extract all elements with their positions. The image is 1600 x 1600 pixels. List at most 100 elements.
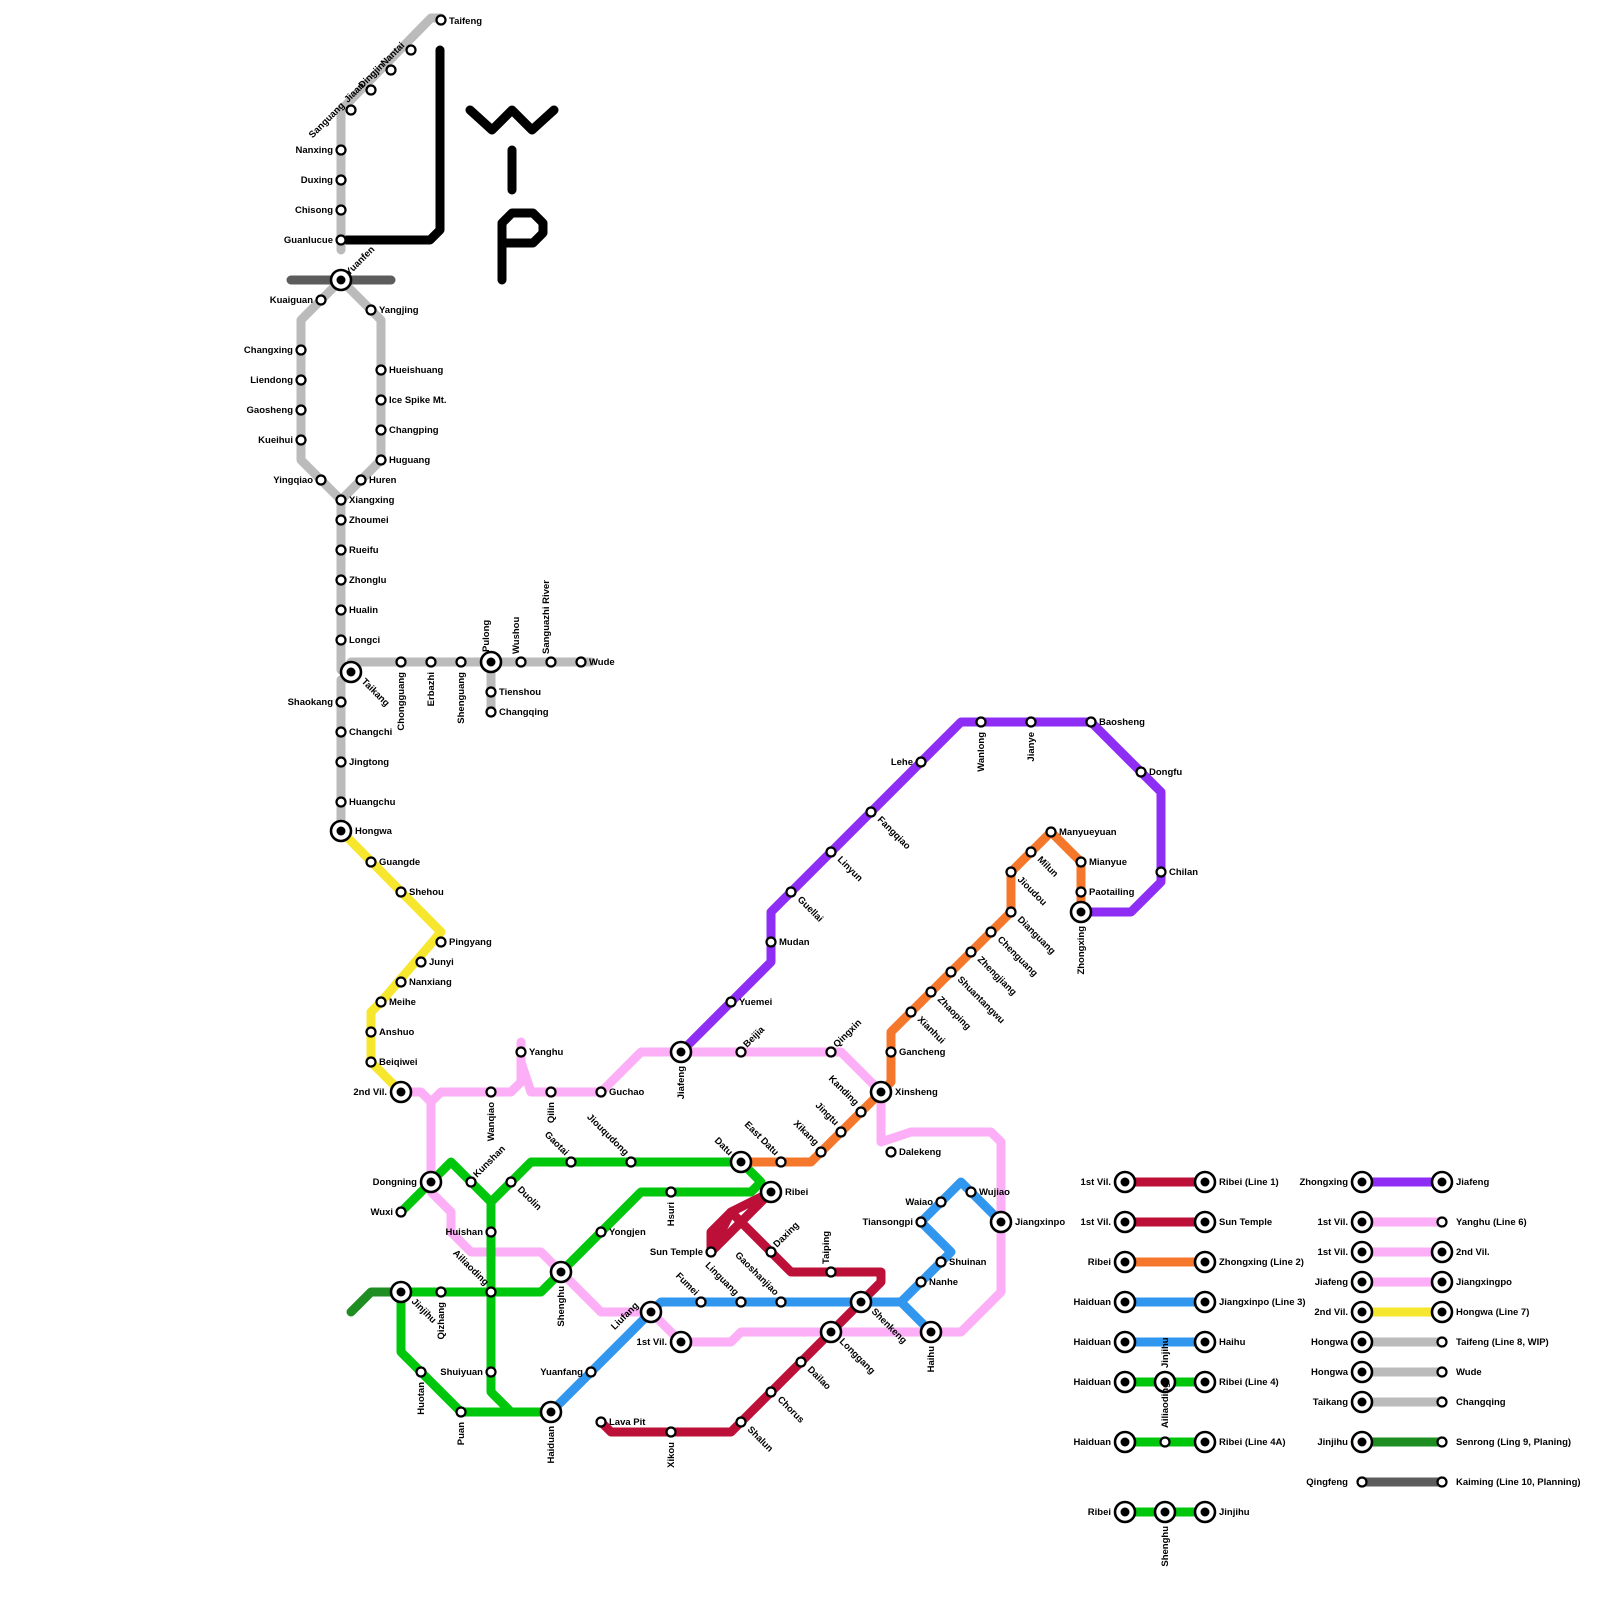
station-yuemei[interactable]: Yuemei xyxy=(727,997,773,1008)
station-chilan[interactable]: Chilan xyxy=(1157,867,1199,878)
station-qizhang[interactable]: Qizhang xyxy=(436,1288,447,1340)
station-kunshan[interactable]: Kunshan xyxy=(467,1143,508,1186)
station-dalekeng[interactable]: Dalekeng xyxy=(887,1147,942,1158)
station-guellai[interactable]: Guellai xyxy=(787,888,826,925)
station-yongjen[interactable]: Yongjen xyxy=(597,1227,646,1238)
station-junyi[interactable]: Junyi xyxy=(417,957,454,968)
station-pingyang[interactable]: Pingyang xyxy=(437,937,492,948)
station-tiansongpi[interactable]: Tiansongpi xyxy=(863,1217,926,1228)
station-nantai[interactable]: Nantai xyxy=(379,40,416,68)
station-kanding[interactable]: Kanding xyxy=(826,1073,865,1116)
station-zhoumei[interactable]: Zhoumei xyxy=(337,515,389,526)
station-zhonglu[interactable]: Zhonglu xyxy=(337,575,387,586)
station-longci[interactable]: Longci xyxy=(337,635,381,646)
station-kueihui[interactable]: Kueihui xyxy=(258,435,305,446)
station-huishan[interactable]: Huishan xyxy=(446,1227,496,1238)
station-suntemple[interactable]: Sun Temple xyxy=(650,1247,716,1258)
station-rueifu[interactable]: Rueifu xyxy=(337,545,379,556)
station-jingtong[interactable]: Jingtong xyxy=(337,757,390,768)
station-chorus[interactable]: Chorus xyxy=(767,1388,807,1426)
station-waiao[interactable]: Waiao xyxy=(905,1197,945,1208)
station-nanxiang[interactable]: Nanxiang xyxy=(397,977,452,988)
station-changping[interactable]: Changping xyxy=(377,425,439,436)
station-icon xyxy=(337,146,346,155)
station-qilin[interactable]: Qilin xyxy=(546,1088,557,1124)
station-puan[interactable]: Puan xyxy=(456,1408,467,1446)
station-jingtu[interactable]: Jingtu xyxy=(813,1100,846,1136)
station-guanlucue[interactable]: Guanlucue xyxy=(284,235,346,246)
station-wuxi[interactable]: Wuxi xyxy=(370,1207,405,1218)
station-hualin[interactable]: Hualin xyxy=(337,605,379,616)
station-vil1[interactable]: 1st Vil. xyxy=(637,1332,691,1352)
station-shenghu[interactable]: Shenghu xyxy=(551,1262,571,1327)
station-yangjing[interactable]: Yangjing xyxy=(367,305,419,316)
station-changqing[interactable]: Changqing xyxy=(487,707,549,718)
station-sanguang[interactable]: Sanguang xyxy=(307,100,356,140)
station-milun[interactable]: Milun xyxy=(1027,848,1061,880)
station-huguang[interactable]: Huguang xyxy=(377,455,431,466)
station-haihu[interactable]: Haihu xyxy=(921,1322,941,1372)
station-label: Zhongxing xyxy=(1076,926,1087,975)
station-icespike[interactable]: Ice Spike Mt. xyxy=(377,395,447,406)
station-wujiao[interactable]: Wujiao xyxy=(967,1187,1011,1198)
station-yingqiao[interactable]: Yingqiao xyxy=(273,475,325,486)
station-datu[interactable]: Datu xyxy=(712,1135,751,1172)
station-fangqiao[interactable]: Fangqiao xyxy=(867,808,913,853)
station-shehou[interactable]: Shehou xyxy=(397,887,445,898)
station-daxing[interactable]: Daxing xyxy=(767,1220,802,1257)
station-nanxing[interactable]: Nanxing xyxy=(296,145,346,156)
station-xikang[interactable]: Xikang xyxy=(791,1118,826,1156)
station-vil2[interactable]: 2nd Vil. xyxy=(353,1082,411,1102)
station-nanhe[interactable]: Nanhe xyxy=(917,1277,959,1288)
station-icon xyxy=(377,396,386,405)
station-xianhui[interactable]: Xianhui xyxy=(907,1008,947,1047)
station-shuinan[interactable]: Shuinan xyxy=(937,1257,987,1268)
station-icon xyxy=(987,928,996,937)
station-wude[interactable]: Wude xyxy=(577,657,615,668)
station-dailao[interactable]: Dailao xyxy=(797,1358,833,1393)
station-jiangxinpo[interactable]: Jiangxinpo xyxy=(991,1212,1065,1232)
station-jianye[interactable]: Jianye xyxy=(1026,718,1037,762)
station-meihe[interactable]: Meihe xyxy=(377,997,416,1008)
station-hongwa[interactable]: Hongwa xyxy=(331,821,393,841)
station-haiduan[interactable]: Haiduan xyxy=(541,1402,561,1463)
station-huren[interactable]: Huren xyxy=(357,475,397,486)
station-label: Dalekeng xyxy=(899,1147,941,1158)
station-lehe[interactable]: Lehe xyxy=(891,757,926,768)
station-ribei[interactable]: Ribei xyxy=(761,1182,808,1202)
station-dongfu[interactable]: Dongfu xyxy=(1137,767,1183,778)
station-zhongxing[interactable]: Zhongxing xyxy=(1071,902,1091,975)
station-anshuo[interactable]: Anshuo xyxy=(367,1027,415,1038)
station-shalun[interactable]: Shalun xyxy=(737,1418,776,1455)
station-shenguang[interactable]: Shenguang xyxy=(456,658,467,724)
station-yanghu[interactable]: Yanghu xyxy=(517,1047,564,1058)
station-chisong[interactable]: Chisong xyxy=(295,205,346,216)
station-guchao[interactable]: Guchao xyxy=(597,1087,645,1098)
station-erbazhi[interactable]: Erbazhi xyxy=(426,658,437,707)
station-huotan[interactable]: Huotan xyxy=(416,1368,427,1415)
station-taifeng[interactable]: Taifeng xyxy=(437,16,483,28)
legend-row: JiafengJiangxingpo xyxy=(1315,1272,1512,1292)
station-hsuri[interactable]: Hsuri xyxy=(666,1188,677,1227)
station-duxing[interactable]: Duxing xyxy=(301,175,346,186)
station-lavapit[interactable]: Lava Pit xyxy=(597,1417,647,1428)
station-xinsheng[interactable]: Xinsheng xyxy=(871,1082,938,1102)
station-icon xyxy=(1137,768,1146,777)
station-hueishuang[interactable]: Hueishuang xyxy=(377,365,444,376)
station-dongning[interactable]: Dongning xyxy=(373,1172,441,1192)
station-pulong[interactable]: Pulong xyxy=(481,620,501,672)
station-mianyue[interactable]: Mianyue xyxy=(1077,857,1128,868)
legend-row: 1st Vil.Sun Temple xyxy=(1081,1212,1273,1232)
station-linyun[interactable]: Linyun xyxy=(827,848,865,885)
station-xikou[interactable]: Xikou xyxy=(666,1428,677,1468)
station-taikang[interactable]: Taikang xyxy=(341,662,392,709)
station-mudan[interactable]: Mudan xyxy=(767,937,810,948)
station-sanguazhi[interactable]: Sanguazhi River xyxy=(541,580,556,667)
station-jiafeng[interactable]: Jiafeng xyxy=(671,1042,691,1099)
station-chongguang[interactable]: Chongguang xyxy=(396,658,407,731)
station-duolin[interactable]: Duolin xyxy=(507,1178,544,1214)
station-changxing[interactable]: Changxing xyxy=(244,345,306,356)
station-beiqiwei[interactable]: Beiqiwei xyxy=(367,1057,418,1068)
station-icon xyxy=(437,1288,446,1297)
